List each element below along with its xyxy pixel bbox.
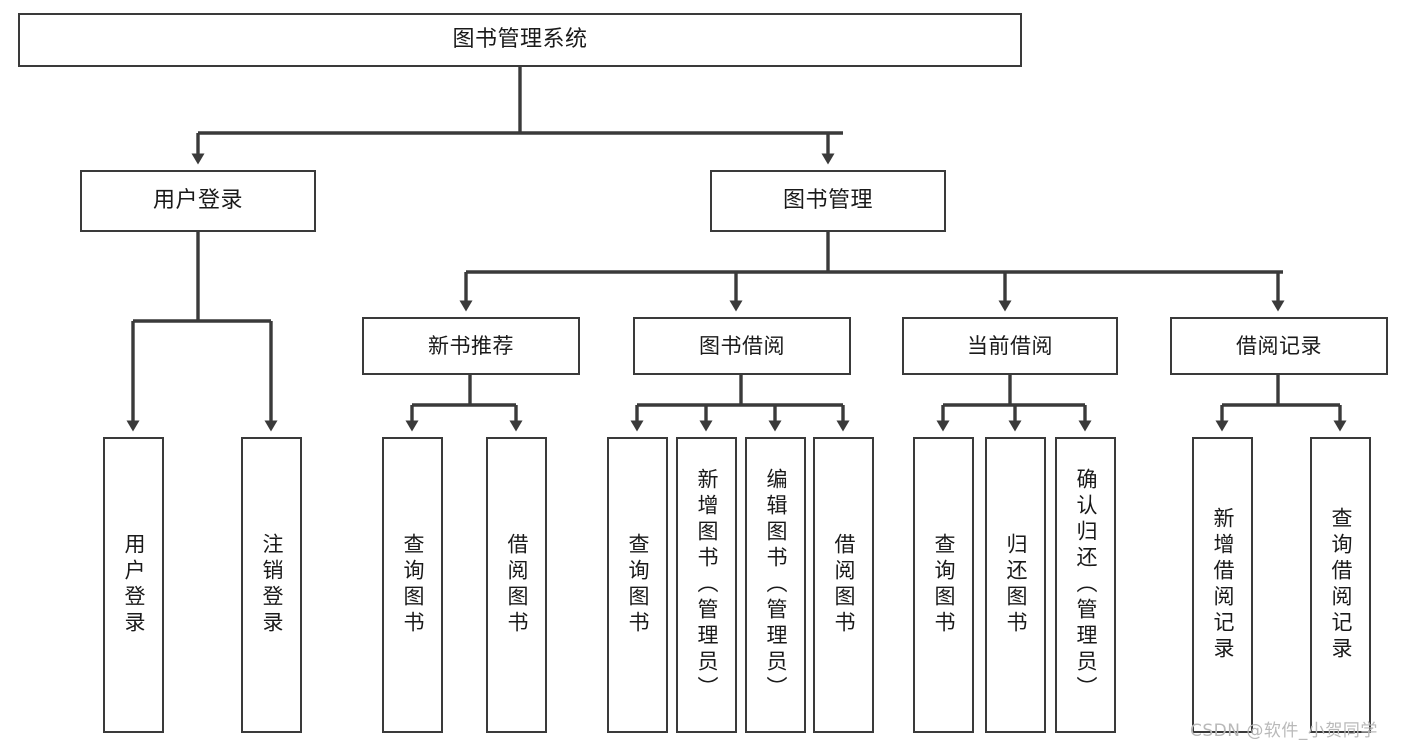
node-borrow-record[interactable]: 借阅记录: [1170, 317, 1388, 375]
leaf-recommend-query-book[interactable]: 查询图书: [382, 437, 443, 733]
node-label: 图书管理: [782, 188, 873, 214]
node-label: 新增图书（管理员）: [695, 468, 719, 702]
leaf-current-confirm-return-admin[interactable]: 确认归还（管理员）: [1055, 437, 1116, 733]
node-label: 用户登录: [122, 533, 146, 637]
node-label: 用户登录: [152, 188, 243, 214]
node-book-borrow[interactable]: 图书借阅: [633, 317, 851, 375]
node-label: 编辑图书（管理员）: [764, 468, 788, 702]
node-new-book-recommend[interactable]: 新书推荐: [362, 317, 580, 375]
leaf-borrow-borrow-book[interactable]: 借阅图书: [813, 437, 874, 733]
node-label: 归还图书: [1004, 533, 1028, 637]
leaf-borrow-edit-book-admin[interactable]: 编辑图书（管理员）: [745, 437, 806, 733]
node-user-login[interactable]: 用户登录: [80, 170, 316, 232]
node-label: 当前借阅: [967, 333, 1053, 358]
node-label: 新增借阅记录: [1211, 507, 1235, 663]
leaf-user-login-logout[interactable]: 注销登录: [241, 437, 302, 733]
node-label: 查询图书: [626, 533, 650, 637]
node-label: 借阅图书: [832, 533, 856, 637]
leaf-user-login-login[interactable]: 用户登录: [103, 437, 164, 733]
leaf-record-add-record[interactable]: 新增借阅记录: [1192, 437, 1253, 733]
node-label: 确认归还（管理员）: [1074, 468, 1098, 702]
node-label: 图书借阅: [699, 333, 785, 358]
node-label: 借阅记录: [1236, 333, 1322, 358]
node-label: 查询图书: [401, 533, 425, 637]
leaf-borrow-add-book-admin[interactable]: 新增图书（管理员）: [676, 437, 737, 733]
leaf-recommend-borrow-book[interactable]: 借阅图书: [486, 437, 547, 733]
leaf-borrow-query-book[interactable]: 查询图书: [607, 437, 668, 733]
node-current-borrow[interactable]: 当前借阅: [902, 317, 1118, 375]
node-label: 新书推荐: [428, 333, 514, 358]
node-label: 查询图书: [932, 533, 956, 637]
leaf-current-return-book[interactable]: 归还图书: [985, 437, 1046, 733]
leaf-record-query-record[interactable]: 查询借阅记录: [1310, 437, 1371, 733]
node-root-system[interactable]: 图书管理系统: [18, 13, 1022, 67]
node-label: 借阅图书: [505, 533, 529, 637]
node-label: 查询借阅记录: [1329, 507, 1353, 663]
leaf-current-query-book[interactable]: 查询图书: [913, 437, 974, 733]
csdn-watermark: CSDN @软件_小贺同学: [1190, 721, 1378, 741]
node-book-management[interactable]: 图书管理: [710, 170, 946, 232]
node-label: 注销登录: [260, 533, 284, 637]
node-label: 图书管理系统: [452, 27, 588, 53]
